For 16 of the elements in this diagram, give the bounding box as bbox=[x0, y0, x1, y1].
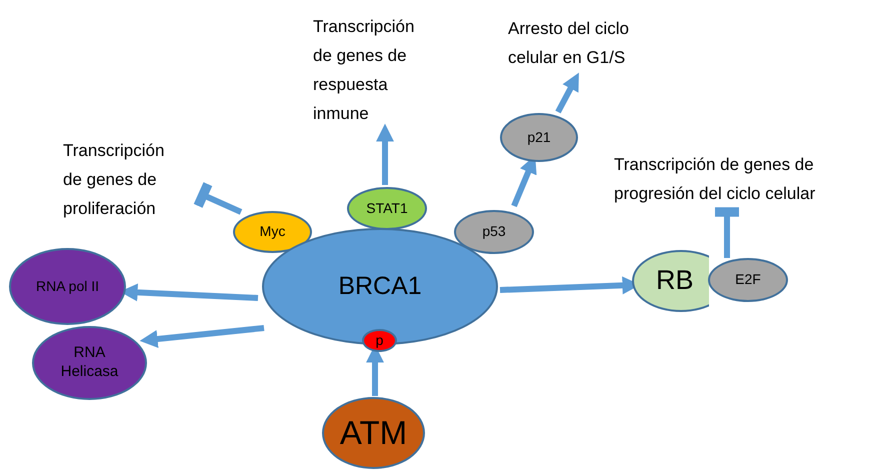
protein-ellipse: RB bbox=[632, 250, 709, 312]
arrow bbox=[140, 325, 264, 348]
protein-ellipse: p21 bbox=[500, 113, 578, 162]
arrow bbox=[376, 124, 394, 185]
protein-ellipse: p53 bbox=[454, 210, 534, 254]
arrow bbox=[555, 72, 579, 114]
protein-ellipse: ATM bbox=[322, 397, 425, 469]
annotation-text: Transcripción de genes de respuesta inmune bbox=[313, 12, 431, 132]
annotation-text: Transcripción de genes de proliferación bbox=[63, 136, 203, 226]
protein-ellipse: Myc bbox=[233, 211, 312, 253]
annotation-text: Arresto del ciclo celular en G1/S bbox=[508, 14, 678, 80]
protein-ellipse: RNA Helicasa bbox=[32, 326, 147, 400]
protein-ellipse: RNA pol II bbox=[9, 248, 126, 325]
protein-ellipse: STAT1 bbox=[347, 187, 427, 230]
protein-ellipse: E2F bbox=[708, 258, 788, 302]
annotation-text: Transcripción de genes de progresión del ciclo celular bbox=[614, 150, 882, 212]
